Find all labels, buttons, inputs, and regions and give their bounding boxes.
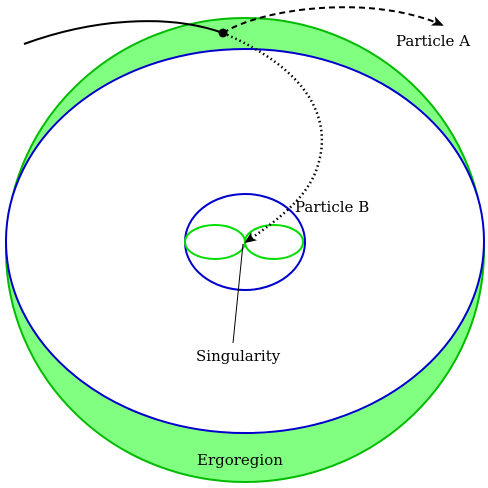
singularity-pointer (232, 243, 244, 344)
particle-b-label: Particle B (295, 198, 369, 216)
particle-a-label: Particle A (396, 32, 470, 50)
particle-a-trajectory (222, 6, 444, 34)
singularity-label: Singularity (196, 347, 281, 365)
ergoregion-label: Ergoregion (197, 451, 283, 469)
incoming-trajectory (23, 20, 224, 45)
split-point-dot (218, 28, 228, 38)
